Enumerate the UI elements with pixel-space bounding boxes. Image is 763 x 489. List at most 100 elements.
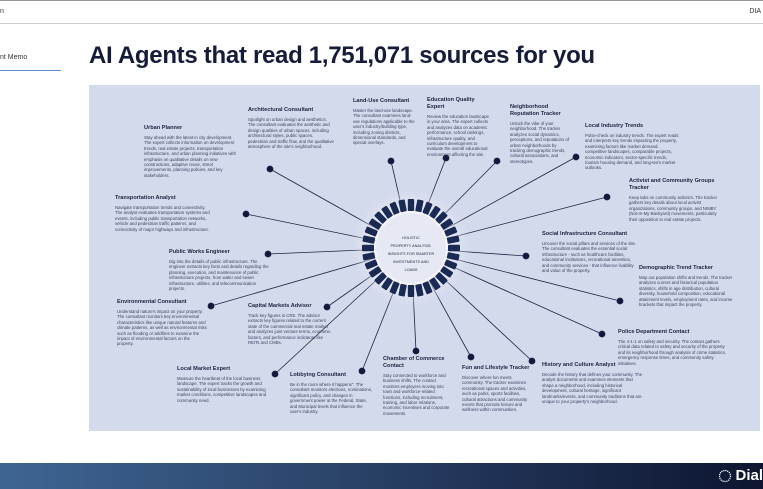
connector-dot	[528, 357, 536, 365]
agent-title: Education Quality Expert	[427, 97, 475, 110]
ring-segment	[398, 283, 407, 297]
agents-diagram: HOLISTIC PROPERTY ANALYSIS: INSIGHTS FOR…	[89, 85, 760, 431]
center-line: INVESTMENTS AND	[393, 260, 429, 264]
connector-dot	[271, 370, 279, 378]
page-title: AI Agents that read 1,751,071 sources fo…	[89, 42, 595, 69]
agent-description: Decode the history that defines your com…	[542, 372, 643, 405]
ring-segment	[389, 281, 400, 295]
ring-segment	[374, 211, 387, 224]
brand-name: Dial	[735, 467, 763, 484]
agent-description: Review the education landscape in your a…	[427, 114, 489, 157]
agent-title: Chamber of Commerce Contact	[383, 356, 445, 369]
agent-description: Uncover the social pillars and services …	[542, 241, 637, 274]
ring-segment	[440, 218, 454, 230]
ring-segment	[364, 259, 378, 270]
agent-description: Unlock the vibe of your neighborhood. Th…	[510, 121, 570, 164]
agent-title: Lobbying Consultant	[290, 372, 346, 378]
ring-segment	[362, 235, 376, 244]
dial-logo-icon	[719, 469, 732, 482]
agent-description: Spotlight on urban design and aesthetics…	[248, 117, 334, 150]
connector-dot	[207, 302, 215, 310]
agent-description: Understand nature's impact on your prope…	[117, 309, 207, 347]
agent-description: Navigate transportation trends and conne…	[115, 205, 210, 232]
agent-title: Environmental Consultant	[117, 299, 187, 305]
agent-description: Pulse-check on industry trends. The expe…	[585, 133, 679, 171]
agent-description: Discover where fun meets community. The …	[462, 375, 528, 413]
agent-title: Land-Use Consultant	[353, 98, 410, 104]
ring-segment	[368, 218, 382, 230]
agent-description: The 4-1-1 on safety and security. The co…	[618, 339, 726, 366]
connector-dot	[323, 303, 331, 311]
connector-dot	[264, 250, 272, 258]
connector-dot	[467, 353, 475, 361]
center-line: LOANS	[404, 268, 418, 272]
connector-dot	[358, 367, 366, 375]
ring-segment	[407, 199, 415, 211]
ring-segment	[429, 277, 441, 291]
sidebar-item-memo[interactable]: nt Memo	[0, 50, 61, 71]
connector-dot	[242, 210, 250, 218]
top-bar-brand-text[interactable]: DIA	[749, 8, 761, 15]
agent-title: History and Culture Analyst	[542, 362, 616, 368]
center-caption: HOLISTIC PROPERTY ANALYSIS: INSIGHTS FOR…	[381, 234, 441, 274]
agent-description: Keep tabs on community activism. The tra…	[629, 195, 718, 222]
agent-description: Map out population shifts and trends. Th…	[639, 275, 733, 308]
ring-segment	[398, 199, 407, 213]
brand-logo[interactable]: Dial	[718, 467, 763, 484]
agent-description: Stay connected to workforce and business…	[383, 373, 450, 416]
agent-title: Demographic Trend Tracker	[639, 265, 713, 271]
sidebar-item-label: nt Memo	[0, 54, 28, 61]
ring-segment	[415, 199, 424, 213]
ring-segment	[435, 211, 448, 224]
footer-bar: Dial	[0, 463, 763, 489]
center-line: INSIGHTS FOR SMARTER	[387, 252, 435, 256]
ring-segment	[446, 252, 460, 261]
connector-dot	[387, 157, 395, 165]
agent-title: Fun and Lifestyle Tracker	[462, 365, 530, 371]
connector-dot	[412, 347, 420, 355]
agent-description: Stay ahead with the latest in city devel…	[144, 135, 236, 178]
agent-description: Measure the heartbeat of the local busin…	[177, 376, 267, 403]
ring-segment	[415, 283, 424, 297]
ring-segment	[381, 205, 393, 219]
connector-dot	[603, 193, 611, 201]
agent-title: Neighborhood Reputation Tracker	[510, 104, 561, 117]
ring-segment	[444, 226, 458, 237]
agent-description: Track key figures in CRE. The advisor ex…	[248, 313, 331, 346]
agent-description: Be in the room where it happens". The co…	[290, 382, 373, 415]
ring-segment	[407, 285, 415, 297]
agent-description: Master the land-use landscape. The consu…	[353, 108, 415, 146]
connector-dot	[572, 153, 580, 161]
ring-segment	[429, 205, 441, 219]
ring-segment	[435, 272, 448, 285]
agent-title: Activist and Community Groups Tracker	[629, 178, 715, 191]
agent-title: Social Infrastructure Consultant	[542, 231, 628, 237]
ring-segment	[446, 235, 460, 244]
agent-title: Local Market Expert	[177, 366, 231, 372]
center-circle	[376, 213, 446, 283]
ring-segment	[362, 244, 374, 252]
agent-description: Dig into the details of public infrastru…	[169, 259, 269, 292]
agent-title: Police Department Contact	[618, 329, 690, 335]
agent-title: Transportation Analyst	[115, 195, 176, 201]
connector-dot	[598, 330, 606, 338]
center-line: HOLISTIC	[402, 236, 420, 240]
top-bar-left-text: n	[0, 8, 4, 15]
ring-segment	[368, 266, 382, 278]
agent-lobbying-consultant: Lobbying Consultant Be in the room where …	[290, 372, 375, 414]
agent-title: Urban Planner	[144, 125, 183, 131]
ring-segment	[374, 272, 387, 285]
ring-segment	[389, 201, 400, 215]
ring-segment	[364, 226, 378, 237]
